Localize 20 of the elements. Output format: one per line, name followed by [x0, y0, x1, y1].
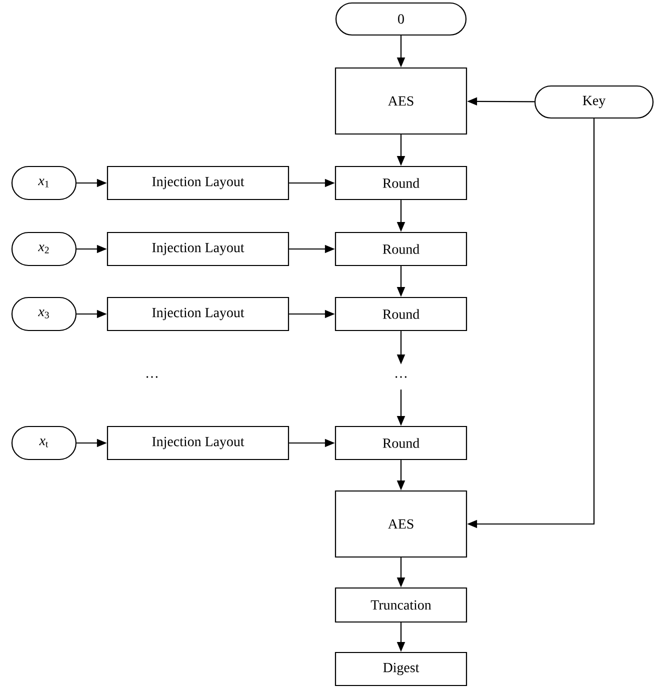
terminal-pill: x$_{t}$	[11, 426, 77, 460]
process-box: Round	[334, 166, 468, 200]
process-box: Round	[334, 426, 468, 460]
process-box: Digest	[334, 652, 468, 686]
terminal-pill: Key	[534, 85, 654, 119]
ellipsis: …	[146, 376, 158, 378]
ellipsis: …	[396, 376, 406, 378]
process-box: Injection Layout	[106, 166, 290, 200]
process-box: Injection Layout	[106, 232, 290, 266]
process-box: Injection Layout	[106, 296, 290, 332]
process-box: Round	[334, 296, 468, 332]
terminal-pill: x$_{2}$	[11, 232, 77, 266]
process-box: Truncation	[334, 587, 468, 623]
terminal-pill: 0	[335, 2, 467, 36]
terminal-pill: x$_{1}$	[11, 166, 77, 200]
process-box: Injection Layout	[106, 426, 290, 460]
process-box: AES	[334, 67, 468, 135]
process-box: Round	[334, 232, 468, 266]
process-box: AES	[334, 490, 468, 558]
terminal-pill: x$_{3}$	[11, 296, 77, 332]
